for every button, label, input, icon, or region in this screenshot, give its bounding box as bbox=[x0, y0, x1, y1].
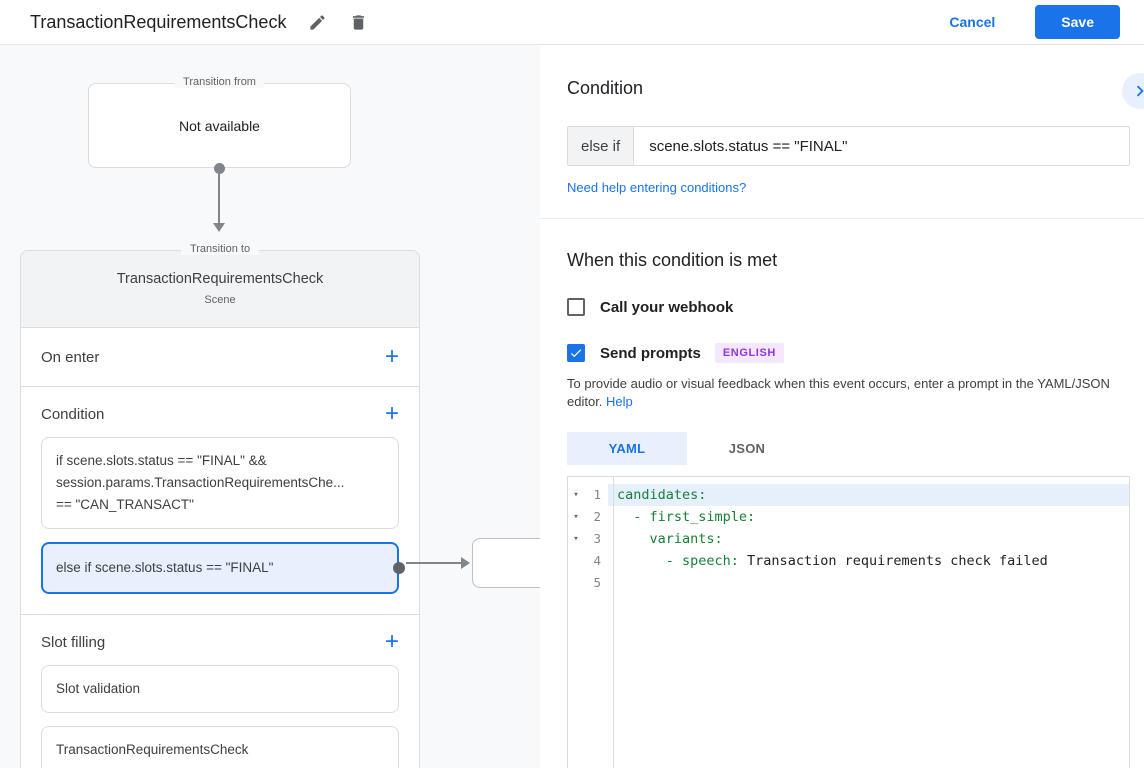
page-title: TransactionRequirementsCheck bbox=[30, 11, 287, 32]
trash-icon bbox=[349, 13, 368, 32]
send-prompts-checkbox[interactable] bbox=[567, 344, 585, 362]
condition-if-line1: if scene.slots.status == "FINAL" && bbox=[56, 453, 267, 468]
editor-line: ▾ 1 candidates: bbox=[568, 484, 1129, 506]
editor-line: 4 - speech: Transaction requirements che… bbox=[568, 550, 1129, 572]
slot-filling-section: Slot filling + Slot validation Transacti… bbox=[21, 615, 419, 768]
add-on-enter-button[interactable]: + bbox=[384, 343, 399, 370]
condition-else-text: else if scene.slots.status == "FINAL" bbox=[56, 560, 274, 575]
slot-card-validation[interactable]: Slot validation bbox=[41, 665, 399, 713]
line-number: 2 bbox=[593, 509, 601, 524]
code-key: - speech: bbox=[617, 553, 739, 569]
when-condition-met-title: When this condition is met bbox=[567, 250, 778, 270]
send-prompts-row: Send prompts ENGLISH bbox=[567, 343, 1130, 363]
code-key: - first_simple: bbox=[617, 509, 756, 525]
transition-from-node: Transition from Not available bbox=[88, 76, 351, 168]
prompts-description-text: To provide audio or visual feedback when… bbox=[567, 376, 1110, 409]
add-slot-button[interactable]: + bbox=[384, 628, 399, 655]
cancel-button[interactable]: Cancel bbox=[949, 14, 996, 30]
condition-prefix: else if bbox=[568, 127, 635, 165]
line-number: 1 bbox=[593, 487, 601, 502]
connector-dot bbox=[214, 163, 225, 174]
transition-from-content: Not available bbox=[179, 117, 260, 134]
else-if-connector-line bbox=[406, 562, 462, 564]
condition-detail-panel: Condition else if scene.slots.status == … bbox=[540, 45, 1144, 768]
line-number: 3 bbox=[593, 531, 601, 546]
fold-spacer bbox=[568, 550, 584, 572]
scene-node-header[interactable]: TransactionRequirementsCheck Scene bbox=[21, 251, 419, 328]
fold-toggle-icon[interactable]: ▾ bbox=[573, 534, 579, 544]
webhook-label: Call your webhook bbox=[600, 298, 734, 316]
edit-scene-button[interactable] bbox=[308, 13, 327, 32]
delete-scene-button[interactable] bbox=[349, 13, 368, 32]
condition-if-line3: == "CAN_TRANSACT" bbox=[56, 497, 194, 512]
code-line: candidates: bbox=[608, 484, 1129, 506]
webhook-row: Call your webhook bbox=[567, 298, 1130, 316]
slot-filling-label: Slot filling bbox=[41, 633, 106, 651]
code-line: - first_simple: bbox=[608, 506, 1129, 528]
prompts-help-link[interactable]: Help bbox=[606, 394, 633, 409]
tab-json[interactable]: JSON bbox=[728, 441, 766, 456]
slot-card-transaction[interactable]: TransactionRequirementsCheck bbox=[41, 726, 399, 768]
add-condition-button[interactable]: + bbox=[384, 400, 399, 427]
scene-node-subtitle: Scene bbox=[204, 294, 236, 306]
condition-card-else-if[interactable]: else if scene.slots.status == "FINAL" bbox=[41, 542, 405, 594]
code-key: variants: bbox=[617, 531, 723, 547]
editor-line: ▾ 2 - first_simple: bbox=[568, 506, 1129, 528]
fold-spacer bbox=[568, 572, 584, 594]
editor-line: ▾ 3 variants: bbox=[568, 528, 1129, 550]
transition-to-legend: Transition to bbox=[180, 243, 260, 255]
condition-if-line2: session.params.TransactionRequirementsCh… bbox=[56, 475, 345, 490]
condition-input[interactable]: scene.slots.status == "FINAL" bbox=[649, 137, 848, 155]
condition-connector-dot bbox=[393, 562, 405, 574]
connector-arrow-line bbox=[218, 174, 220, 223]
transition-from-legend: Transition from bbox=[174, 76, 265, 88]
code-line: variants: bbox=[608, 528, 1129, 550]
editor-tabs: YAML JSON bbox=[567, 432, 1130, 465]
fold-toggle-icon[interactable]: ▾ bbox=[573, 512, 579, 522]
scene-diagram-canvas: Transition from Not available Transition… bbox=[0, 45, 540, 768]
code-line: - speech: Transaction requirements check… bbox=[608, 550, 1129, 572]
line-number: 5 bbox=[593, 575, 601, 590]
conditions-help-link[interactable]: Need help entering conditions? bbox=[567, 180, 747, 195]
collapse-panel-button[interactable] bbox=[1122, 73, 1144, 109]
language-badge: ENGLISH bbox=[714, 343, 784, 363]
checkmark-icon bbox=[569, 346, 583, 360]
transition-target-node[interactable] bbox=[472, 538, 540, 588]
code-line bbox=[608, 572, 1129, 594]
panel-title: Condition bbox=[567, 78, 644, 98]
tab-yaml[interactable]: YAML bbox=[567, 432, 687, 465]
on-enter-section: On enter + bbox=[21, 328, 419, 387]
condition-section-label: Condition bbox=[41, 405, 105, 423]
webhook-checkbox[interactable] bbox=[567, 298, 585, 316]
code-key: candidates: bbox=[617, 487, 707, 503]
prompts-description: To provide audio or visual feedback when… bbox=[567, 375, 1130, 411]
connector-arrow-head bbox=[213, 223, 225, 232]
transition-to-node: Transition to TransactionRequirementsChe… bbox=[20, 243, 420, 768]
fold-toggle-icon[interactable]: ▾ bbox=[573, 490, 579, 500]
condition-card-if[interactable]: if scene.slots.status == "FINAL" && sess… bbox=[41, 437, 399, 529]
send-prompts-label: Send prompts bbox=[600, 344, 701, 362]
yaml-editor[interactable]: ▾ 1 candidates: ▾ 2 - first_simple: ▾ 3 … bbox=[567, 476, 1130, 768]
editor-gutter-separator bbox=[613, 477, 614, 768]
editor-line: 5 bbox=[568, 572, 1129, 594]
line-number: 4 bbox=[593, 553, 601, 568]
pencil-icon bbox=[308, 13, 327, 32]
top-bar: TransactionRequirementsCheck Cancel Save bbox=[0, 0, 1144, 45]
save-button[interactable]: Save bbox=[1035, 5, 1120, 39]
on-enter-label: On enter bbox=[41, 348, 100, 366]
condition-input-row: else if scene.slots.status == "FINAL" bbox=[567, 126, 1130, 166]
scene-node-title: TransactionRequirementsCheck bbox=[116, 271, 324, 287]
else-if-connector-arrow-head bbox=[461, 557, 470, 569]
code-value: Transaction requirements check failed bbox=[738, 553, 1048, 569]
panel-divider bbox=[540, 218, 1144, 219]
chevron-right-icon bbox=[1129, 80, 1144, 102]
condition-section: Condition + if scene.slots.status == "FI… bbox=[21, 387, 419, 615]
